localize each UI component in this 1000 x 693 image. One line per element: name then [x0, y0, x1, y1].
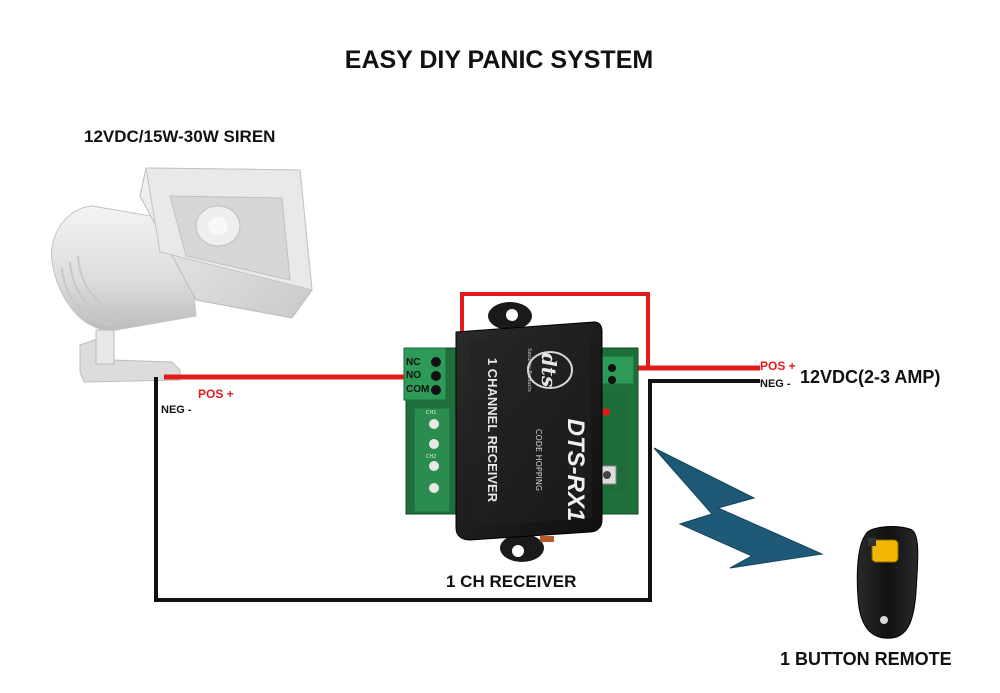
left-terminal-block: CH1 CH2	[403, 347, 451, 513]
siren-label: 12VDC/15W-30W SIREN	[84, 127, 275, 146]
receiver-model: DTS-RX1	[562, 419, 589, 522]
power-supply-label: 12VDC(2-3 AMP)	[800, 367, 940, 387]
siren-pos-label: POS +	[198, 387, 234, 401]
terminal-no-label: NO	[406, 370, 421, 381]
dts-logo	[527, 351, 573, 389]
terminal-nc-label: NC	[406, 357, 420, 368]
receiver-module: CH1 CH2 NC NO COM dts Security Products …	[403, 302, 639, 562]
receiver-code-text: CODE HOPPING	[534, 429, 543, 491]
receiver-channel-text: 1 CHANNEL RECEIVER	[485, 358, 500, 503]
status-led	[602, 408, 610, 416]
dts-logo-subtext: Security Products	[526, 348, 532, 392]
receiver-label: 1 CH RECEIVER	[446, 572, 576, 591]
terminal-com-label: COM	[406, 384, 429, 395]
remote-label: 1 BUTTON REMOTE	[780, 649, 952, 669]
power-pos-label: POS +	[760, 359, 796, 373]
channel-marker-2: CH2	[426, 454, 436, 460]
power-terminal-block	[599, 355, 635, 385]
diagram-title: EASY DIY PANIC SYSTEM	[345, 46, 653, 74]
siren-image	[50, 167, 313, 383]
channel-marker-1: CH1	[426, 410, 436, 416]
remote-button	[871, 539, 899, 563]
siren-neg-label: NEG -	[161, 404, 192, 416]
siren-negative-wire	[154, 377, 760, 602]
dts-logo-text: dts	[537, 353, 561, 387]
wireless-signal-bolt	[653, 447, 824, 569]
remote-image	[856, 526, 919, 639]
power-neg-label: NEG -	[760, 378, 791, 390]
